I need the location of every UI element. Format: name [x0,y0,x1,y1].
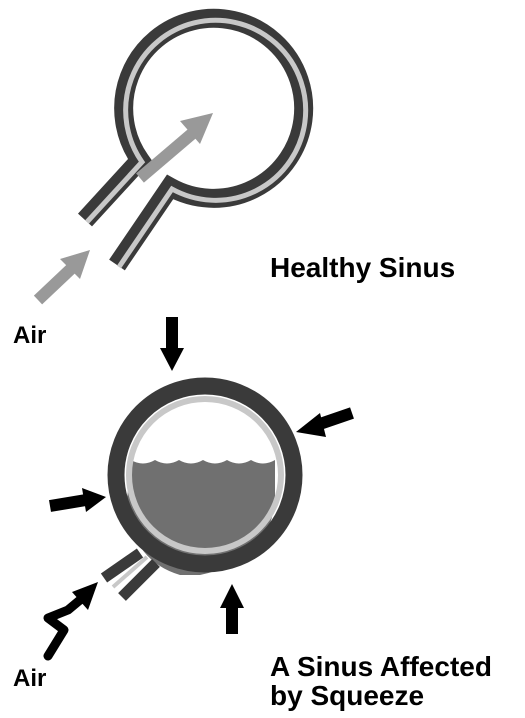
affected-sinus-caption: A Sinus Affected by Squeeze [270,652,492,711]
pressure-arrow-left [50,488,106,512]
pressure-arrow-bottom [220,584,244,634]
healthy-sinus-wall [85,18,306,267]
affected-caption-line2: by Squeeze [270,681,492,710]
affected-caption-line1: A Sinus Affected [270,652,492,681]
affected-sinus [48,317,352,656]
affected-air-label: Air [13,666,46,692]
blocked-air-zigzag-arrow [48,582,98,656]
pressure-arrow-top [160,317,184,371]
healthy-air-label: Air [13,323,46,349]
affected-sinus-neck [104,553,156,597]
healthy-sinus-caption: Healthy Sinus [270,253,455,284]
healthy-air-arrow-inner [140,113,213,178]
healthy-air-arrow-inlet [38,250,90,300]
healthy-sinus [38,18,306,300]
pressure-arrow-right [296,413,352,437]
